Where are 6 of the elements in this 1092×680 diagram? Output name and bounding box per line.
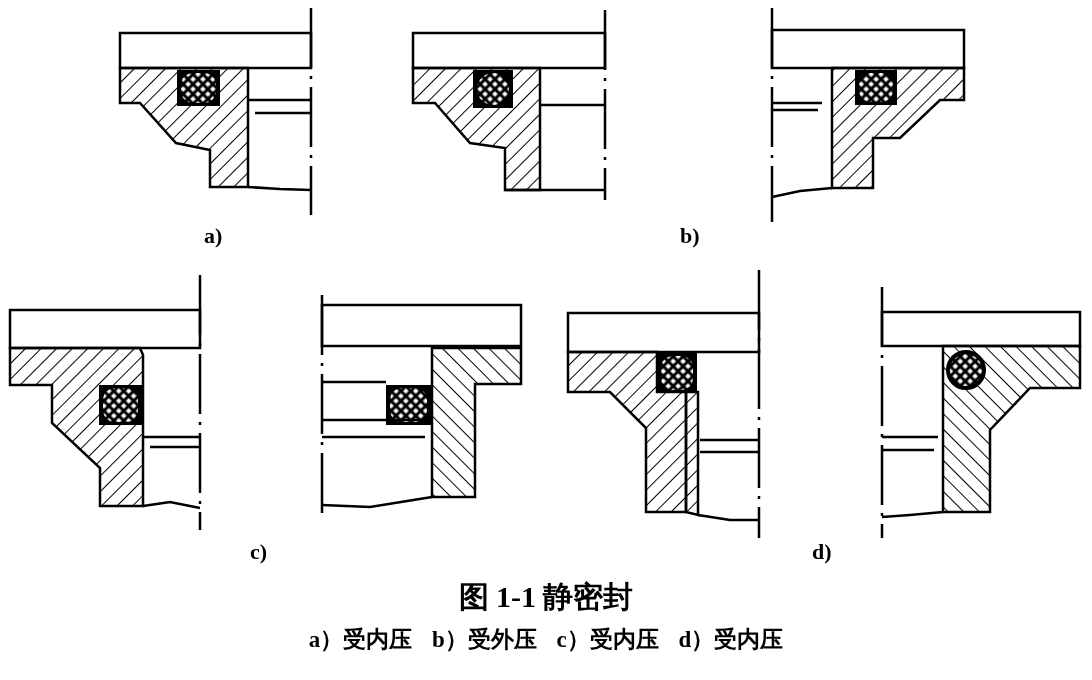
subfigure-label: d) xyxy=(812,540,832,564)
subfigure-label: c) xyxy=(250,540,268,564)
subfigure-label: b) xyxy=(680,224,700,248)
figure-title: 图 1-1 静密封 xyxy=(457,580,635,614)
figure-caption: a）受内压 b）受外压 c）受内压 d）受内压 xyxy=(307,626,785,654)
subfigure-label: a) xyxy=(204,224,223,248)
